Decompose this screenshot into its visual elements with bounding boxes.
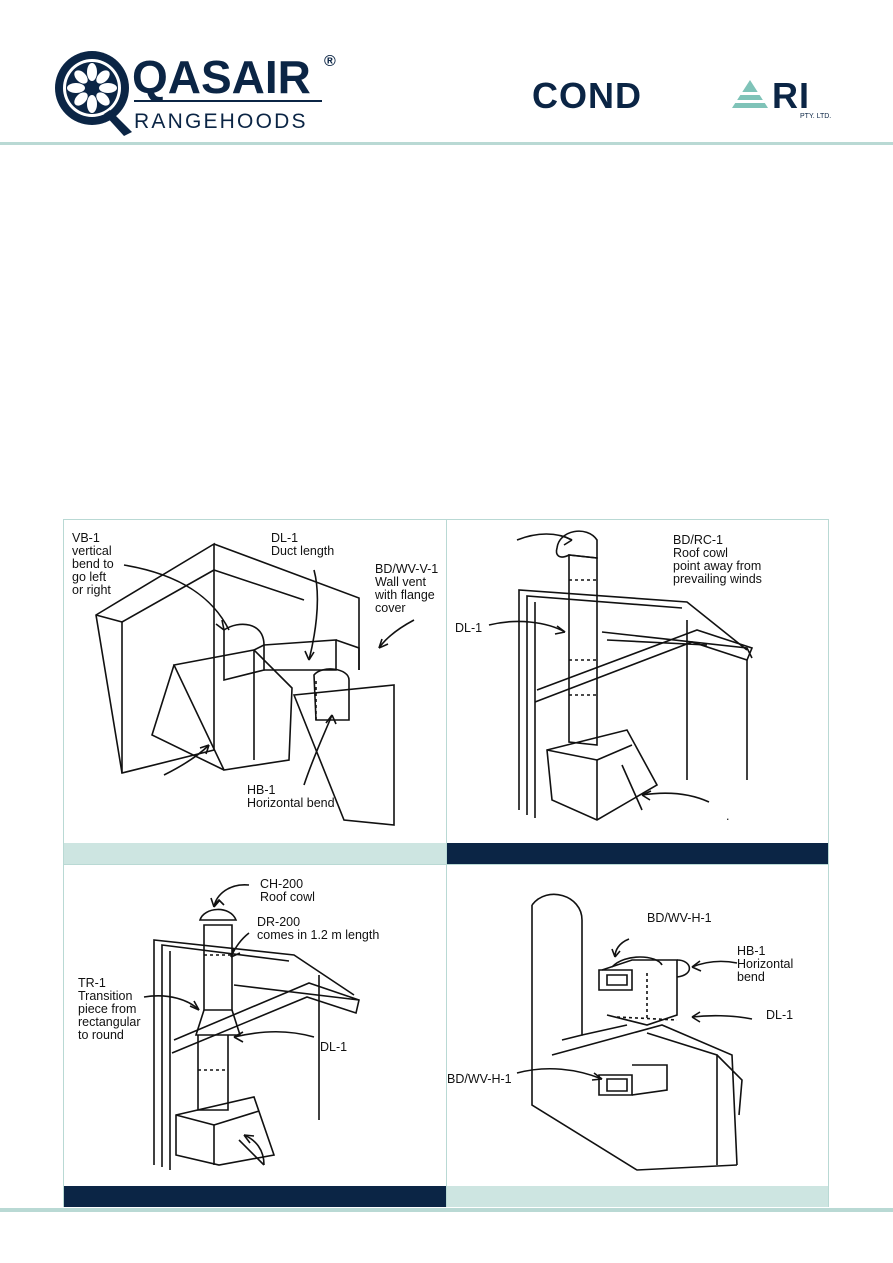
condari-pyramid-icon — [730, 80, 772, 108]
label-dl1: DL-1 — [766, 1008, 794, 1022]
label-hb1: HB-1 Horizontal bend — [737, 944, 794, 984]
label-wv-bottom: BD/WV-H-1 — [447, 1072, 512, 1086]
roof-cowl-diagram — [488, 530, 754, 821]
qasair-tagline: RANGEHOODS — [134, 110, 308, 133]
label-vb1: VB-1 vertical bend to go left or right — [72, 531, 114, 597]
label-tr1: TR-1 Transition piece from rectangular t… — [78, 976, 141, 1042]
label-ch200: CH-200 Roof cowl — [260, 877, 315, 904]
page-header: QASAIR ® RANGEHOODS COND RI PTY. LTD. — [0, 0, 893, 145]
panel-caption-band — [64, 1186, 446, 1207]
installation-diagram-grid: VB-1 vertical bend to go left or right D… — [63, 519, 829, 1207]
label-roof-cowl: BD/RC-1 Roof cowl point away from prevai… — [673, 533, 762, 586]
qasair-logo: QASAIR ® RANGEHOODS — [52, 48, 342, 143]
footer-divider — [0, 1208, 893, 1212]
label-dot: . — [726, 809, 730, 823]
panel-horizontal-wall-vent-install: BD/WV-H-1 HB-1 Horizontal bend DL-1 BD/W… — [447, 864, 828, 1207]
header-divider — [0, 142, 893, 145]
label-wv-top: BD/WV-H-1 — [647, 911, 712, 925]
panel-caption-band — [447, 1186, 828, 1207]
round-flue-diagram — [143, 884, 360, 1170]
label-hb1: HB-1 Horizontal bend — [247, 783, 335, 810]
qasair-wordmark: QASAIR — [132, 51, 311, 103]
panel-roof-cowl-install: BD/RC-1 Roof cowl point away from prevai… — [447, 520, 828, 864]
horizontal-wall-vent-diagram — [516, 893, 753, 1171]
label-dl1: DL-1 — [320, 1040, 348, 1054]
svg-text:COND: COND — [532, 76, 642, 116]
label-wall-vent: BD/WV-V-1 Wall vent with flange cover — [375, 562, 439, 615]
wall-vent-diagram — [95, 542, 415, 826]
panel-caption-band — [447, 843, 828, 864]
panel-wall-vent-install: VB-1 vertical bend to go left or right D… — [64, 520, 447, 864]
condari-suffix: PTY. LTD. — [800, 113, 831, 120]
svg-text:RI: RI — [772, 76, 810, 116]
condari-logo: COND RI PTY. LTD. — [530, 75, 840, 121]
registered-mark: ® — [324, 53, 336, 70]
panel-round-flue-install: CH-200 Roof cowl DR-200 comes in 1.2 m l… — [64, 864, 447, 1207]
label-dl1: DL-1 Duct length — [271, 531, 335, 558]
label-dl1: DL-1 — [455, 621, 483, 635]
panel-caption-band — [64, 843, 446, 864]
label-dr200: DR-200 comes in 1.2 m length — [257, 915, 380, 942]
